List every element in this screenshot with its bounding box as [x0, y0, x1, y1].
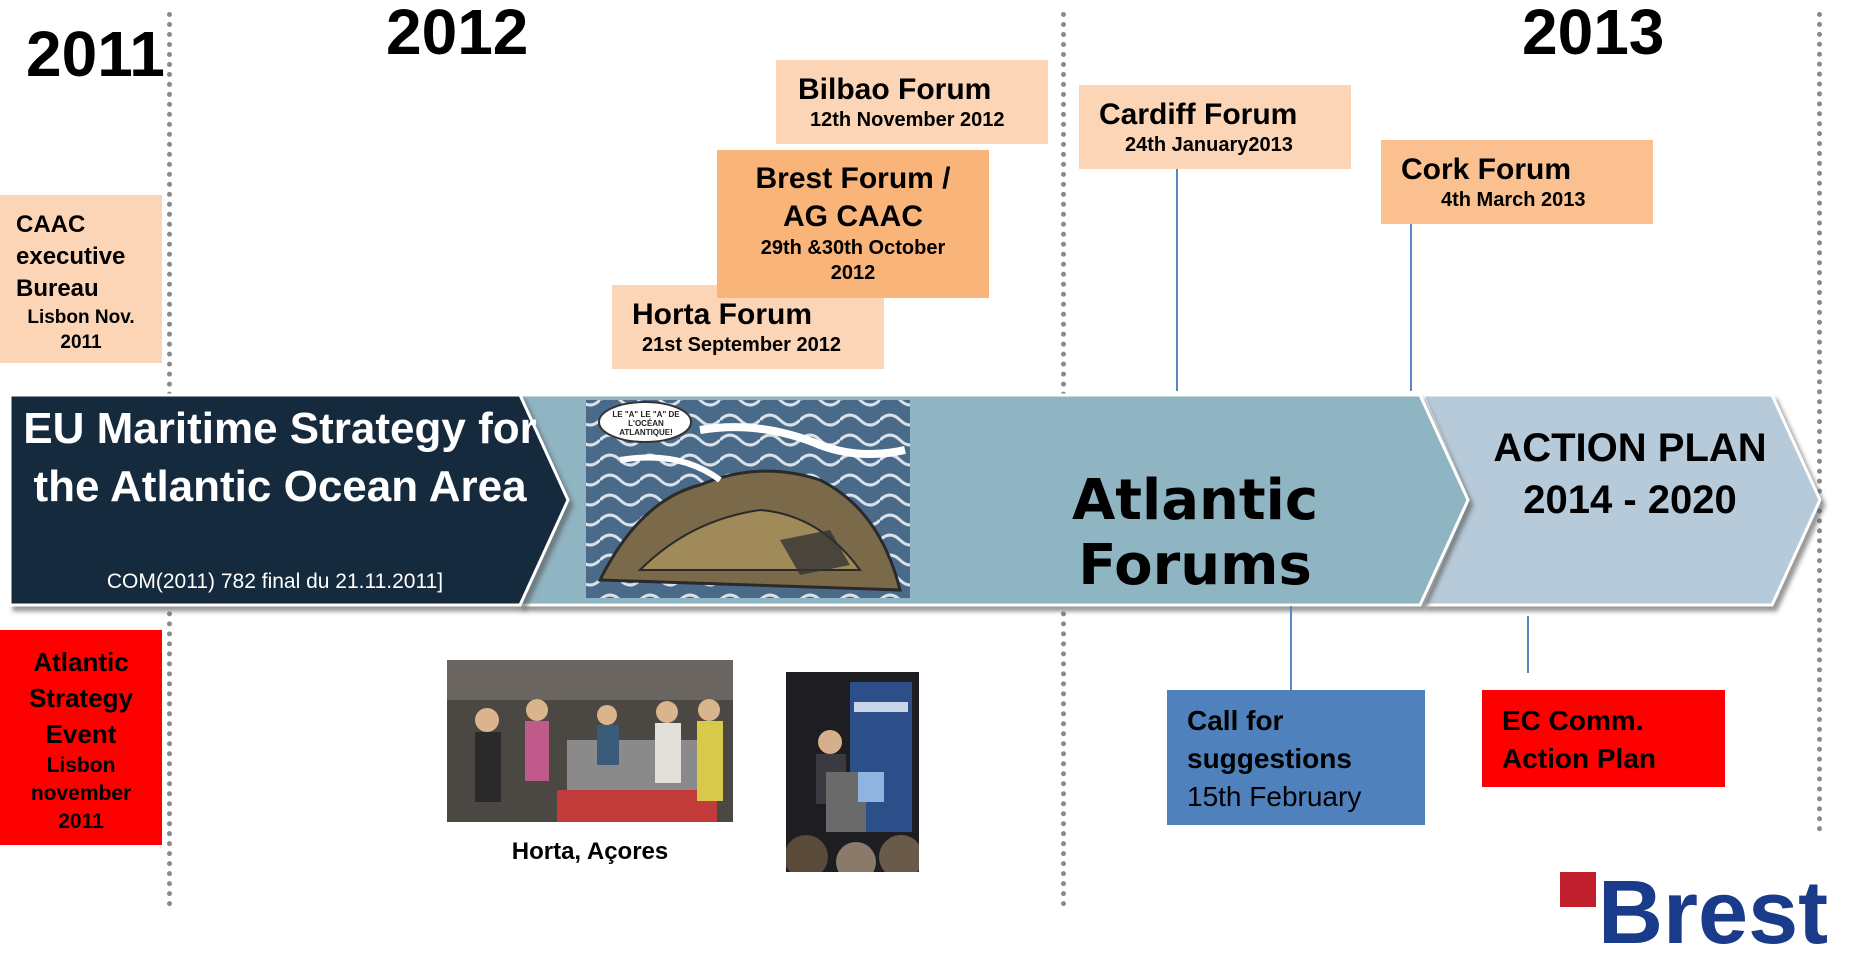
event-call-sub: 15th February [1187, 781, 1362, 812]
event-bilbao-forum: Bilbao Forum 12th November 2012 [776, 60, 1048, 144]
strategy-title: EU Maritime Strategy for the Atlantic Oc… [23, 404, 537, 511]
strategy-reference: COM(2011) 782 final du 21.11.2011] [106, 570, 444, 593]
connector-call [1290, 606, 1292, 691]
atlantic-forums-title: Atlantic Forums [1071, 468, 1319, 598]
event-caac-bureau-sub: Lisbon Nov. 2011 [27, 307, 135, 353]
event-caac-bureau: CAAC executive Bureau Lisbon Nov. 2011 [0, 195, 162, 363]
action-plan-title: ACTION PLAN 2014 - 2020 [1493, 426, 1767, 522]
event-atlantic-strategy-title: Atlantic Strategy Event [28, 647, 134, 749]
event-call-title: Call for suggestions [1187, 705, 1352, 774]
event-ec-comm-action-plan: EC Comm. Action Plan [1482, 690, 1725, 787]
brest-logo-mark [1560, 872, 1596, 907]
year-2012: 2012 [386, 0, 529, 68]
event-horta-forum: Horta Forum 21st September 2012 [612, 285, 884, 369]
comic-illustration [586, 400, 910, 598]
event-horta-sub: 21st September 2012 [642, 334, 842, 356]
event-brest-title: Brest Forum / AG CAAC [755, 162, 951, 233]
event-brest-forum: Brest Forum / AG CAAC 29th &30th October… [717, 150, 989, 298]
event-cardiff-forum: Cardiff Forum 24th January2013 [1079, 85, 1351, 169]
event-horta-title: Horta Forum [632, 298, 812, 331]
year-2013: 2013 [1522, 0, 1665, 68]
connector-ec-comm [1527, 616, 1529, 673]
event-cardiff-title: Cardiff Forum [1099, 98, 1298, 131]
year-2011: 2011 [26, 18, 165, 90]
event-bilbao-title: Bilbao Forum [798, 73, 992, 106]
event-atlantic-strategy-sub: Lisbon november 2011 [30, 754, 132, 833]
event-cork-sub: 4th March 2013 [1441, 189, 1586, 211]
year-divider-2013 [1817, 12, 1822, 832]
event-bilbao-sub: 12th November 2012 [810, 109, 1005, 131]
event-cork-title: Cork Forum [1401, 153, 1572, 186]
photo-horta-group [447, 660, 733, 822]
comic-speech-bubble: LE "A" LE "A" DE L'OCÉAN ATLANTIQUE! [612, 410, 680, 437]
event-ec-comm-title: EC Comm. Action Plan [1502, 705, 1657, 774]
event-atlantic-strategy: Atlantic Strategy Event Lisbon november … [0, 630, 162, 845]
event-brest-sub: 29th &30th October 2012 [760, 237, 946, 284]
event-cardiff-sub: 24th January2013 [1125, 134, 1293, 156]
strategy-arrow-shape [8, 393, 570, 607]
brest-logo-text: Brest [1598, 863, 1829, 963]
photo-speaker [786, 672, 919, 872]
timeline-banner [8, 393, 1822, 607]
connector-cardiff [1176, 169, 1178, 391]
event-call-for-suggestions: Call for suggestions 15th February [1167, 690, 1425, 825]
event-caac-bureau-title: CAAC executive Bureau [16, 211, 126, 302]
event-cork-forum: Cork Forum 4th March 2013 [1381, 140, 1653, 224]
photo-caption: Horta, Açores [511, 838, 669, 865]
connector-cork [1410, 224, 1412, 391]
